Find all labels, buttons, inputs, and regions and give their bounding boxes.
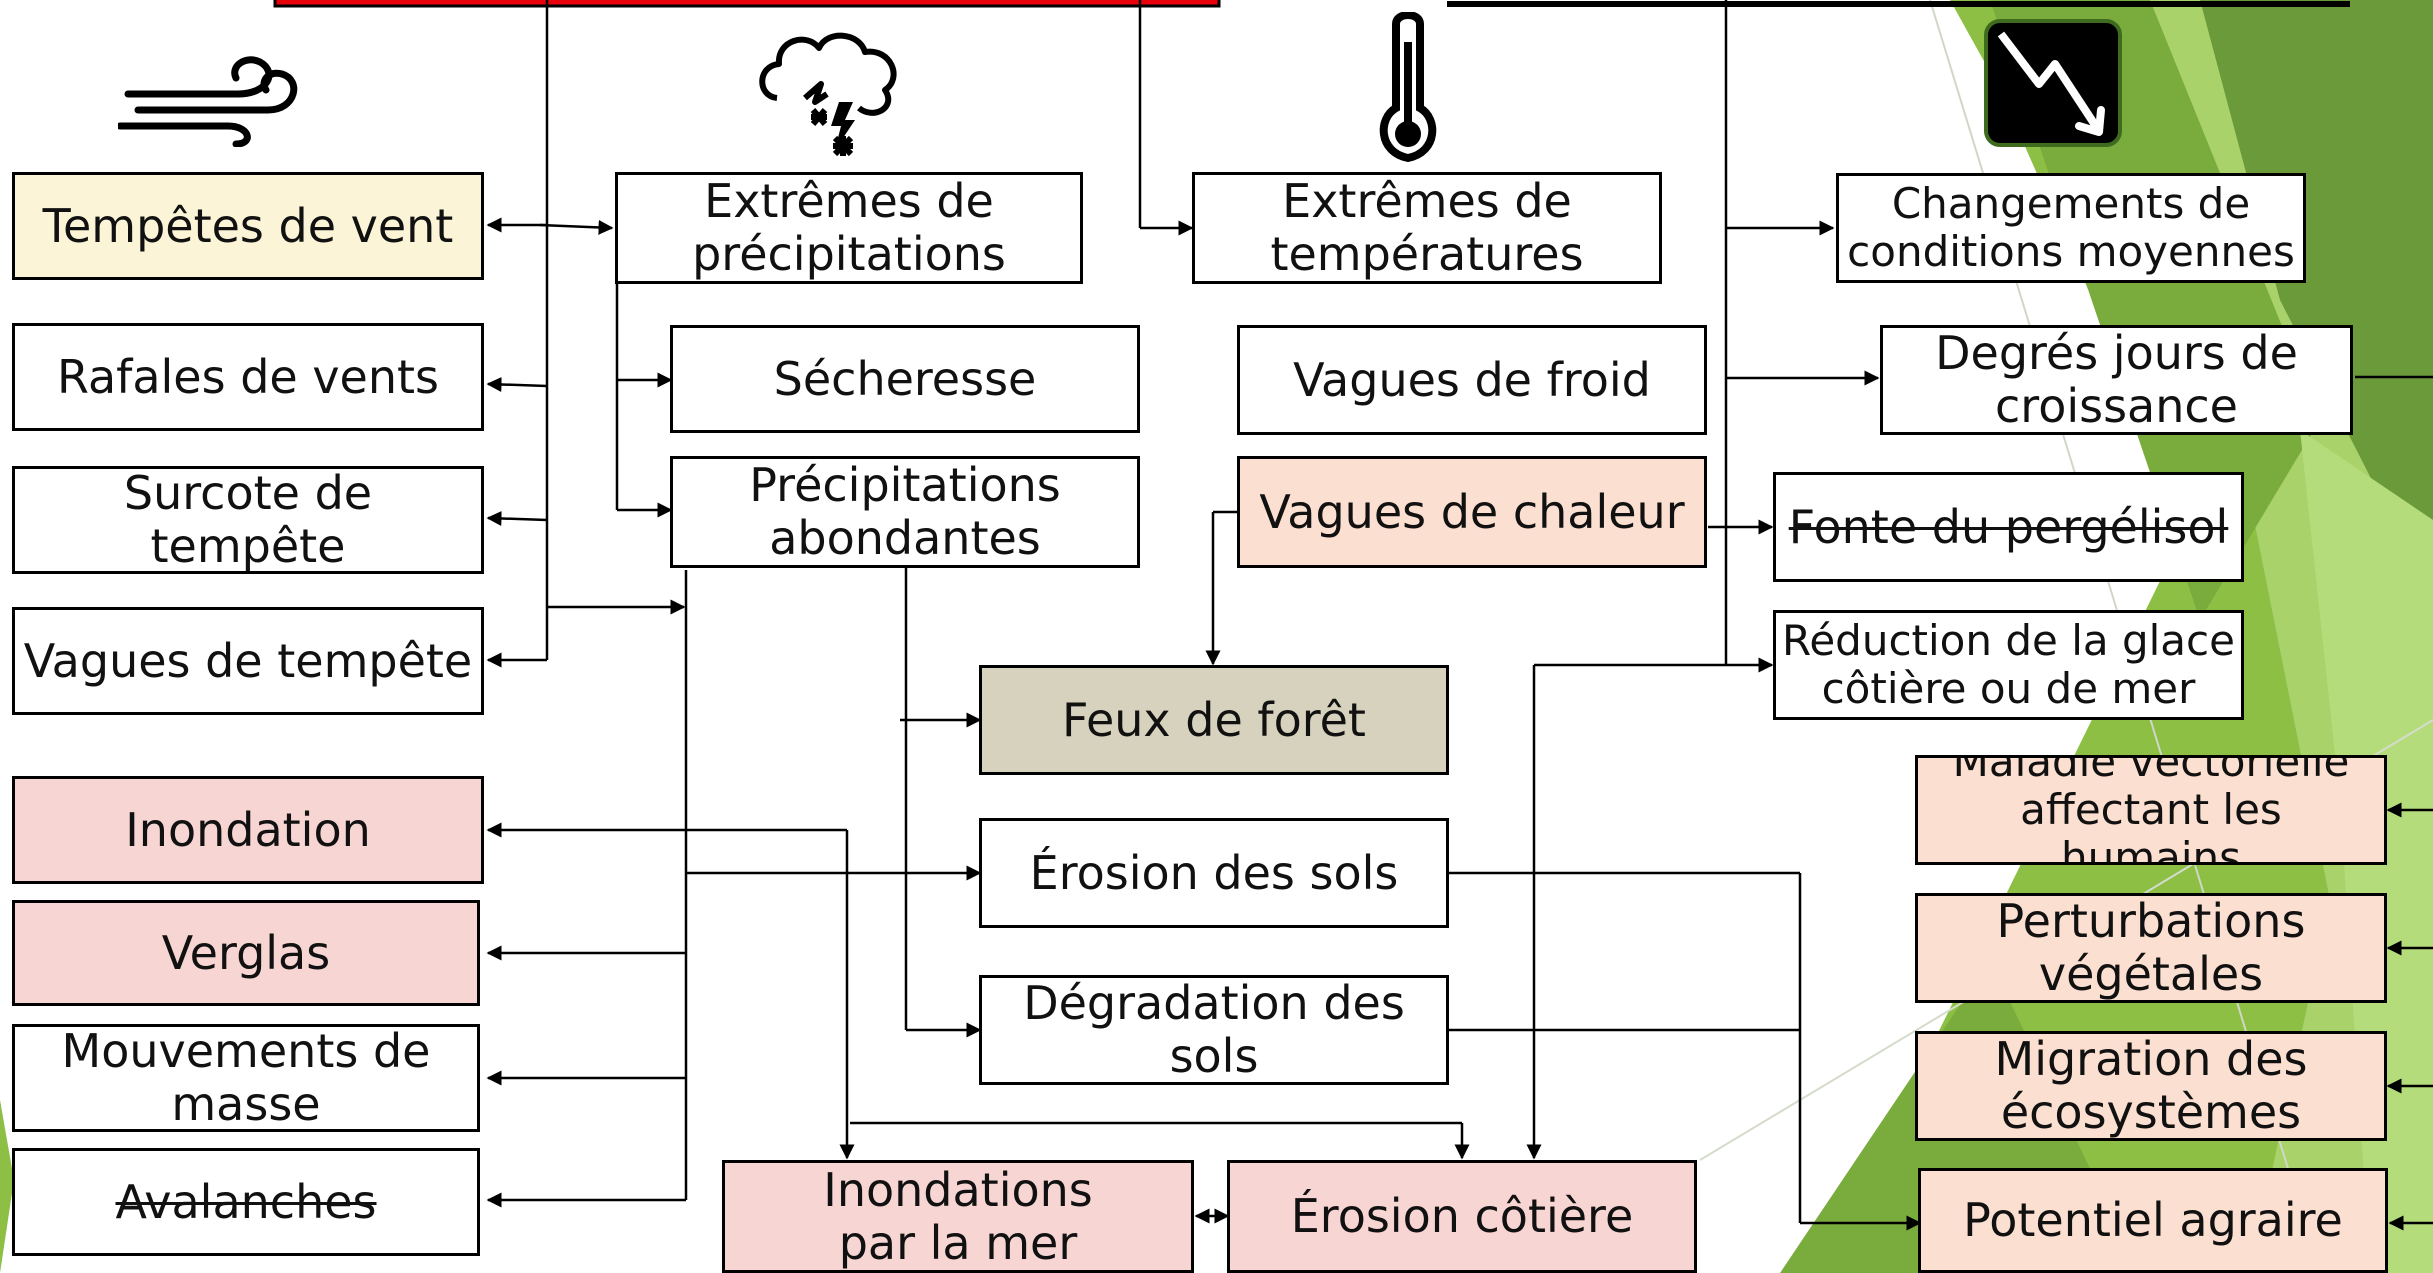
- node-secheresse: Sécheresse: [670, 325, 1140, 433]
- top-red-bar: [273, 0, 1221, 8]
- node-potentiel-agraire: Potentiel agraire: [1918, 1168, 2388, 1273]
- node-vagues-de-tempete: Vagues de tempête: [12, 607, 484, 715]
- node-inondation: Inondation: [12, 776, 484, 884]
- node-tempetes-de-vent: Tempêtes de vent: [12, 172, 484, 280]
- node-reduction-de-la-glace: Réduction de la glace côtière ou de mer: [1773, 610, 2244, 720]
- node-changements-de-conditions-moyennes: Changements de conditions moyennes: [1836, 173, 2306, 283]
- node-erosion-des-sols: Érosion des sols: [979, 818, 1449, 928]
- node-extremes-de-temperatures: Extrêmes de températures: [1192, 172, 1662, 284]
- node-avalanches: Avalanches: [12, 1148, 480, 1256]
- node-verglas: Verglas: [12, 900, 480, 1006]
- node-degradation-des-sols: Dégradation des sols: [979, 975, 1449, 1085]
- node-maladie-vectorielle: Maladie vectorielle affectant les humain…: [1915, 755, 2387, 865]
- node-degres-jours-de-croissance: Degrés jours de croissance: [1880, 325, 2353, 435]
- node-inondations-par-la-mer: Inondations par la mer: [722, 1160, 1194, 1273]
- wind-icon: [118, 56, 298, 147]
- node-migration-des-ecosystemes: Migration des écosystèmes: [1915, 1031, 2387, 1141]
- downward-trend-icon: [1984, 19, 2122, 147]
- node-rafales-de-vents: Rafales de vents: [12, 323, 484, 431]
- node-vagues-de-froid: Vagues de froid: [1237, 325, 1707, 435]
- node-perturbations-vegetales: Perturbations végétales: [1915, 893, 2387, 1003]
- node-feux-de-foret: Feux de forêt: [979, 665, 1449, 775]
- node-mouvements-de-masse: Mouvements de masse: [12, 1024, 480, 1132]
- thermometer-icon: [1379, 12, 1437, 162]
- node-fonte-du-pergelisol: Fonte du pergélisol: [1773, 472, 2244, 582]
- node-erosion-cotiere: Érosion côtière: [1227, 1160, 1697, 1273]
- node-extremes-de-precipitations: Extrêmes de précipitations: [615, 172, 1083, 284]
- node-surcote-de-tempete: Surcote de tempête: [12, 466, 484, 574]
- node-precipitations-abondantes: Précipitations abondantes: [670, 456, 1140, 568]
- node-vagues-de-chaleur: Vagues de chaleur: [1237, 456, 1707, 568]
- storm-cloud-icon: [759, 32, 897, 157]
